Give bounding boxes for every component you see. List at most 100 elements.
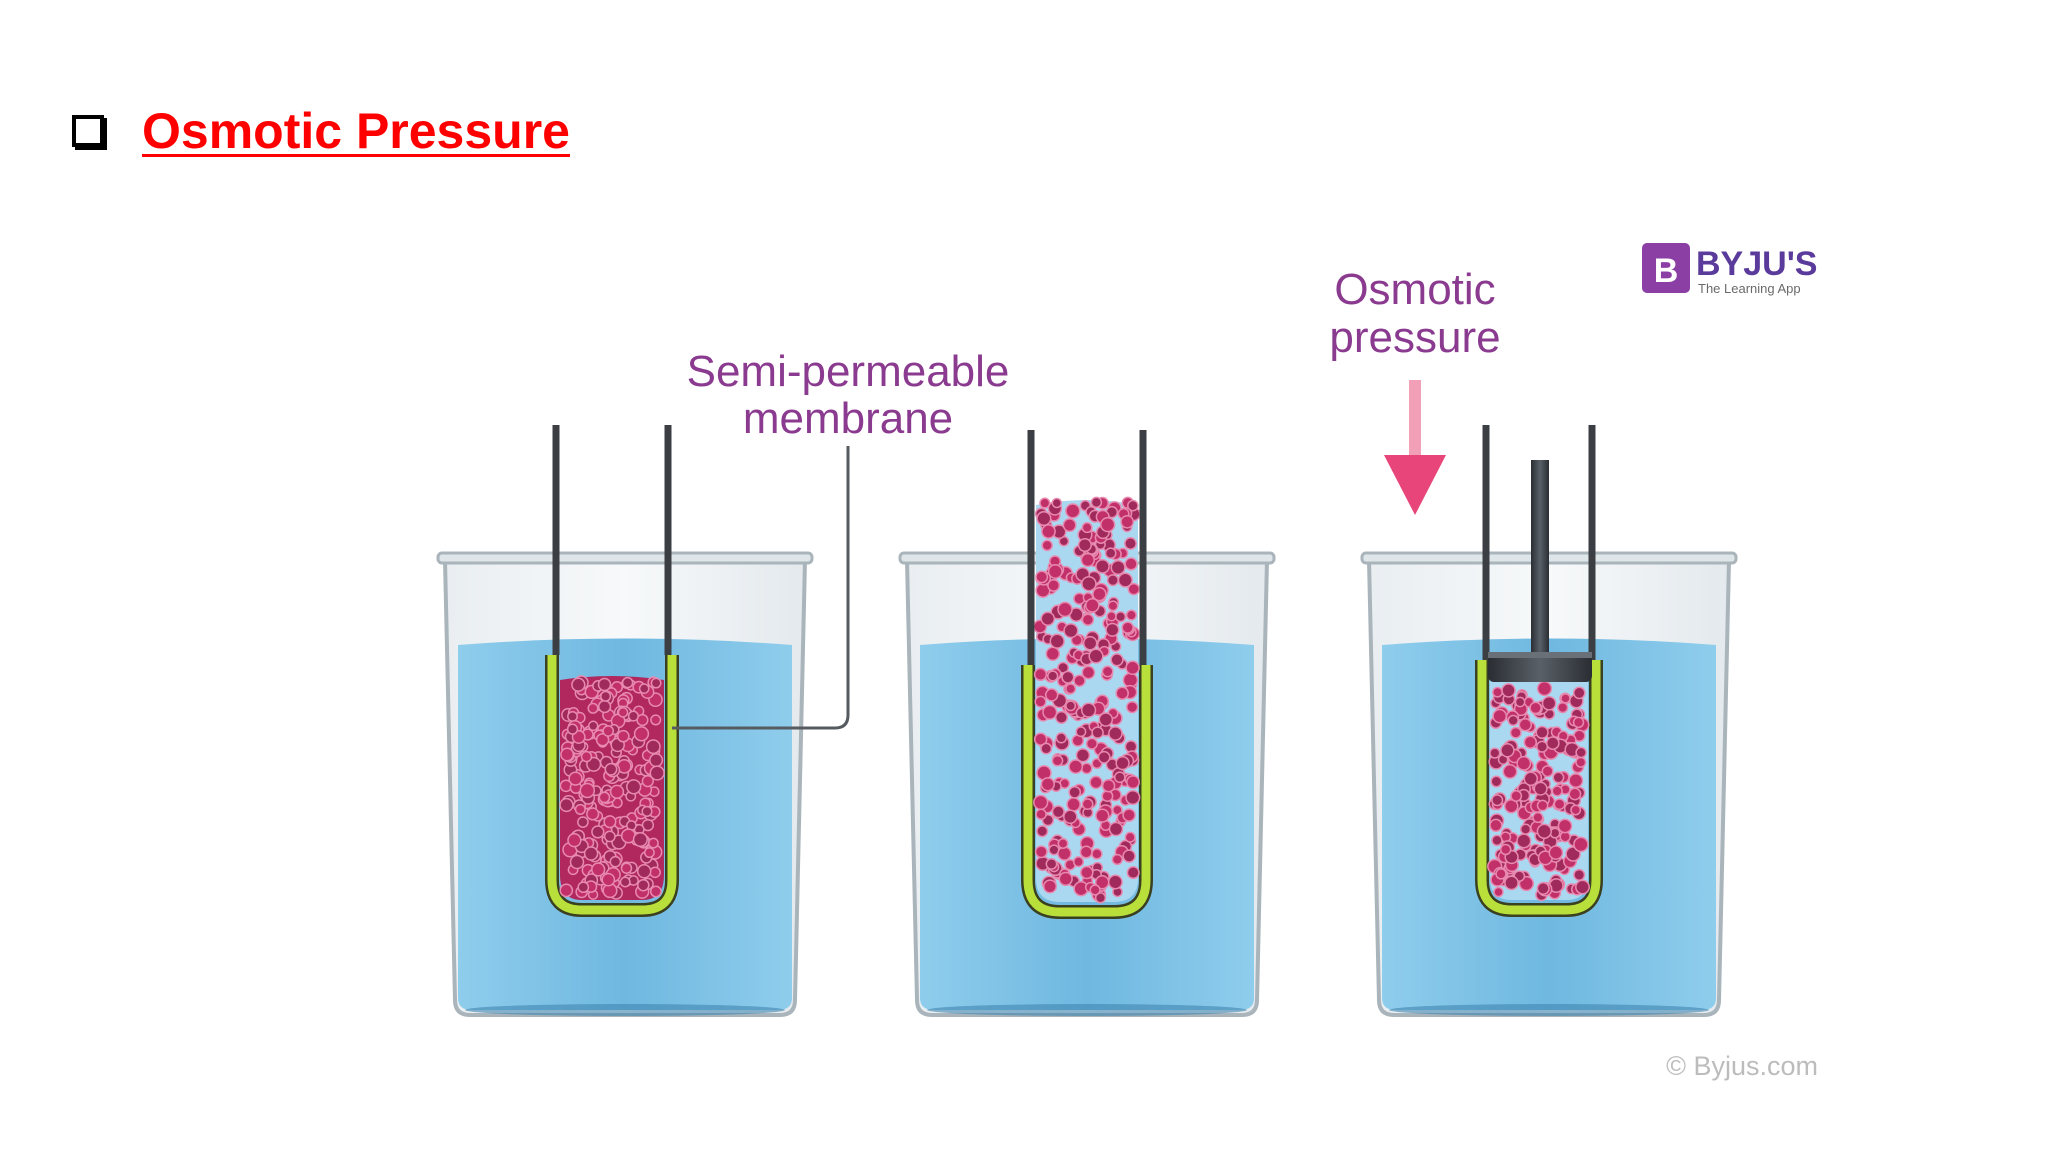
solute-particle	[1523, 771, 1539, 787]
solute-particle	[1122, 808, 1136, 822]
solute-particle	[1504, 875, 1519, 891]
solute-particle	[641, 805, 653, 817]
solute-particle	[1536, 881, 1550, 895]
solute-particle	[1034, 845, 1048, 859]
solute-particle	[1106, 574, 1119, 587]
solute-particles-3	[1487, 680, 1590, 902]
solute-particle	[1533, 781, 1548, 796]
solute-particle	[1042, 704, 1058, 720]
solute-particle	[1088, 648, 1104, 664]
pressure-label-line2: pressure	[1329, 313, 1500, 362]
solute-particle	[1568, 787, 1582, 801]
solute-particle	[1126, 700, 1139, 714]
solute-particle	[1040, 611, 1056, 626]
solute-particle	[621, 676, 634, 689]
solute-particle	[1573, 868, 1586, 881]
solute-particles-2	[1033, 496, 1141, 904]
solute-particle	[1552, 771, 1565, 784]
solute-particle	[1108, 821, 1124, 837]
solute-particle	[1122, 849, 1136, 863]
solute-particle	[627, 710, 639, 722]
solute-particle	[559, 797, 574, 813]
solute-particle	[1120, 514, 1135, 529]
solute-particle	[1523, 735, 1538, 749]
solute-particle	[1101, 665, 1114, 678]
solute-particle	[609, 855, 622, 868]
logo-glyph: B	[1654, 252, 1679, 290]
solute-particle	[649, 885, 662, 898]
solute-particle	[1097, 750, 1111, 764]
byjus-logo: B BYJU'S The Learning App	[1642, 243, 1817, 296]
solute-particle	[620, 862, 633, 874]
solute-particle	[1551, 785, 1563, 797]
solute-particle	[1090, 496, 1103, 509]
solute-particle	[1063, 809, 1078, 825]
solute-particles-1	[559, 675, 665, 900]
solute-particle	[1492, 708, 1508, 724]
checkbox-bullet-icon	[72, 115, 104, 147]
solute-particle	[649, 753, 664, 768]
solute-particle	[1536, 823, 1552, 839]
solute-particle	[1091, 848, 1103, 860]
solute-particle	[591, 862, 606, 877]
solute-particle	[1570, 804, 1582, 816]
solute-particle	[1033, 732, 1048, 746]
solute-particle	[1572, 716, 1585, 729]
solute-particle	[1075, 726, 1087, 738]
solute-particle	[1557, 818, 1573, 834]
solute-particle	[1499, 843, 1512, 856]
solute-particle	[583, 846, 599, 861]
solute-particle	[1063, 623, 1079, 639]
solute-particle	[597, 677, 612, 692]
solute-particle	[609, 784, 625, 799]
solute-particle	[567, 710, 578, 722]
solute-particle	[603, 815, 617, 829]
solute-particle	[1045, 857, 1058, 870]
solute-particle	[636, 864, 652, 879]
solute-particle	[1124, 831, 1136, 843]
solute-particle	[1568, 773, 1584, 789]
solute-particle	[1034, 695, 1047, 708]
solute-particle	[1051, 497, 1063, 509]
solute-particle	[1101, 790, 1114, 803]
solute-particle	[1491, 834, 1503, 847]
solute-particle	[637, 878, 650, 892]
solute-particle	[1081, 613, 1095, 626]
solute-particle	[1532, 811, 1544, 824]
solute-particle	[1545, 736, 1560, 750]
solute-particle	[1516, 755, 1532, 771]
solute-particle	[1501, 683, 1516, 698]
solute-particle	[602, 725, 615, 737]
solute-particle	[1126, 775, 1140, 790]
solute-particle	[1548, 845, 1564, 860]
solute-particle	[1125, 609, 1137, 621]
solute-particle	[649, 866, 661, 879]
solute-particle	[1553, 798, 1566, 811]
solute-particle	[1033, 794, 1049, 811]
solute-particle	[617, 707, 629, 718]
solute-particle	[1057, 838, 1069, 849]
solute-particle	[1085, 737, 1098, 750]
solute-particle	[1500, 743, 1515, 758]
solute-particle	[1049, 633, 1065, 649]
solute-particle	[1493, 886, 1504, 898]
membrane-tube-1	[545, 425, 679, 917]
solute-particle	[1541, 695, 1557, 711]
solute-particle	[626, 779, 642, 795]
solute-particle	[1536, 680, 1553, 697]
solute-particle	[1092, 586, 1107, 602]
solute-particle	[580, 750, 593, 763]
solute-particle	[645, 739, 661, 755]
solute-particle	[1115, 611, 1127, 623]
solute-particle	[1110, 559, 1126, 576]
solute-particle	[1055, 732, 1067, 744]
solute-particle	[650, 714, 662, 726]
solute-particle	[1115, 686, 1129, 700]
solute-particle	[1575, 879, 1590, 895]
solute-particle	[1080, 702, 1097, 718]
solute-particle	[632, 831, 648, 848]
solute-particle	[1536, 799, 1549, 812]
solute-particle	[577, 816, 589, 828]
solute-particle	[1492, 686, 1503, 698]
